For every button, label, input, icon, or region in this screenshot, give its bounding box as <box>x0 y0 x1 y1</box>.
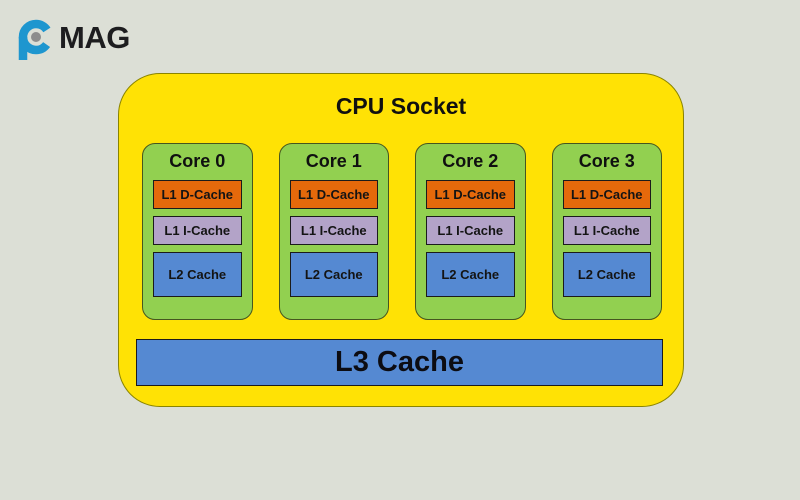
l1-i-cache-box: L1 I-Cache <box>426 216 515 245</box>
l2-cache-box: L2 Cache <box>289 252 378 297</box>
cores-row: Core 0 L1 D-Cache L1 I-Cache L2 Cache Co… <box>142 143 662 320</box>
l1-i-cache-box: L1 I-Cache <box>289 216 378 245</box>
core-title: Core 3 <box>578 151 635 171</box>
cpu-socket: CPU Socket Core 0 L1 D-Cache L1 I-Cache … <box>118 73 684 407</box>
core-block-3: Core 3 L1 D-Cache L1 I-Cache L2 Cache <box>551 143 662 320</box>
cpu-socket-title: CPU Socket <box>335 93 467 119</box>
l1-d-cache-box: L1 D-Cache <box>562 180 651 209</box>
l2-cache-box: L2 Cache <box>562 252 651 297</box>
l2-cache-box: L2 Cache <box>153 252 242 297</box>
core-title: Core 0 <box>169 151 226 171</box>
logo-text: MAG <box>59 20 130 55</box>
site-logo: MAG <box>14 17 130 61</box>
l1-i-cache-box: L1 I-Cache <box>562 216 651 245</box>
l3-cache-box: L3 Cache <box>136 339 663 386</box>
l1-d-cache-box: L1 D-Cache <box>426 180 515 209</box>
core-title: Core 1 <box>305 151 362 171</box>
core-block-2: Core 2 L1 D-Cache L1 I-Cache L2 Cache <box>415 143 526 320</box>
core-title: Core 2 <box>442 151 499 171</box>
l1-d-cache-box: L1 D-Cache <box>153 180 242 209</box>
l1-i-cache-box: L1 I-Cache <box>153 216 242 245</box>
l1-d-cache-box: L1 D-Cache <box>289 180 378 209</box>
core-block-0: Core 0 L1 D-Cache L1 I-Cache L2 Cache <box>142 143 253 320</box>
l2-cache-box: L2 Cache <box>426 252 515 297</box>
core-block-1: Core 1 L1 D-Cache L1 I-Cache L2 Cache <box>278 143 389 320</box>
pcmag-logo-icon <box>18 19 54 60</box>
